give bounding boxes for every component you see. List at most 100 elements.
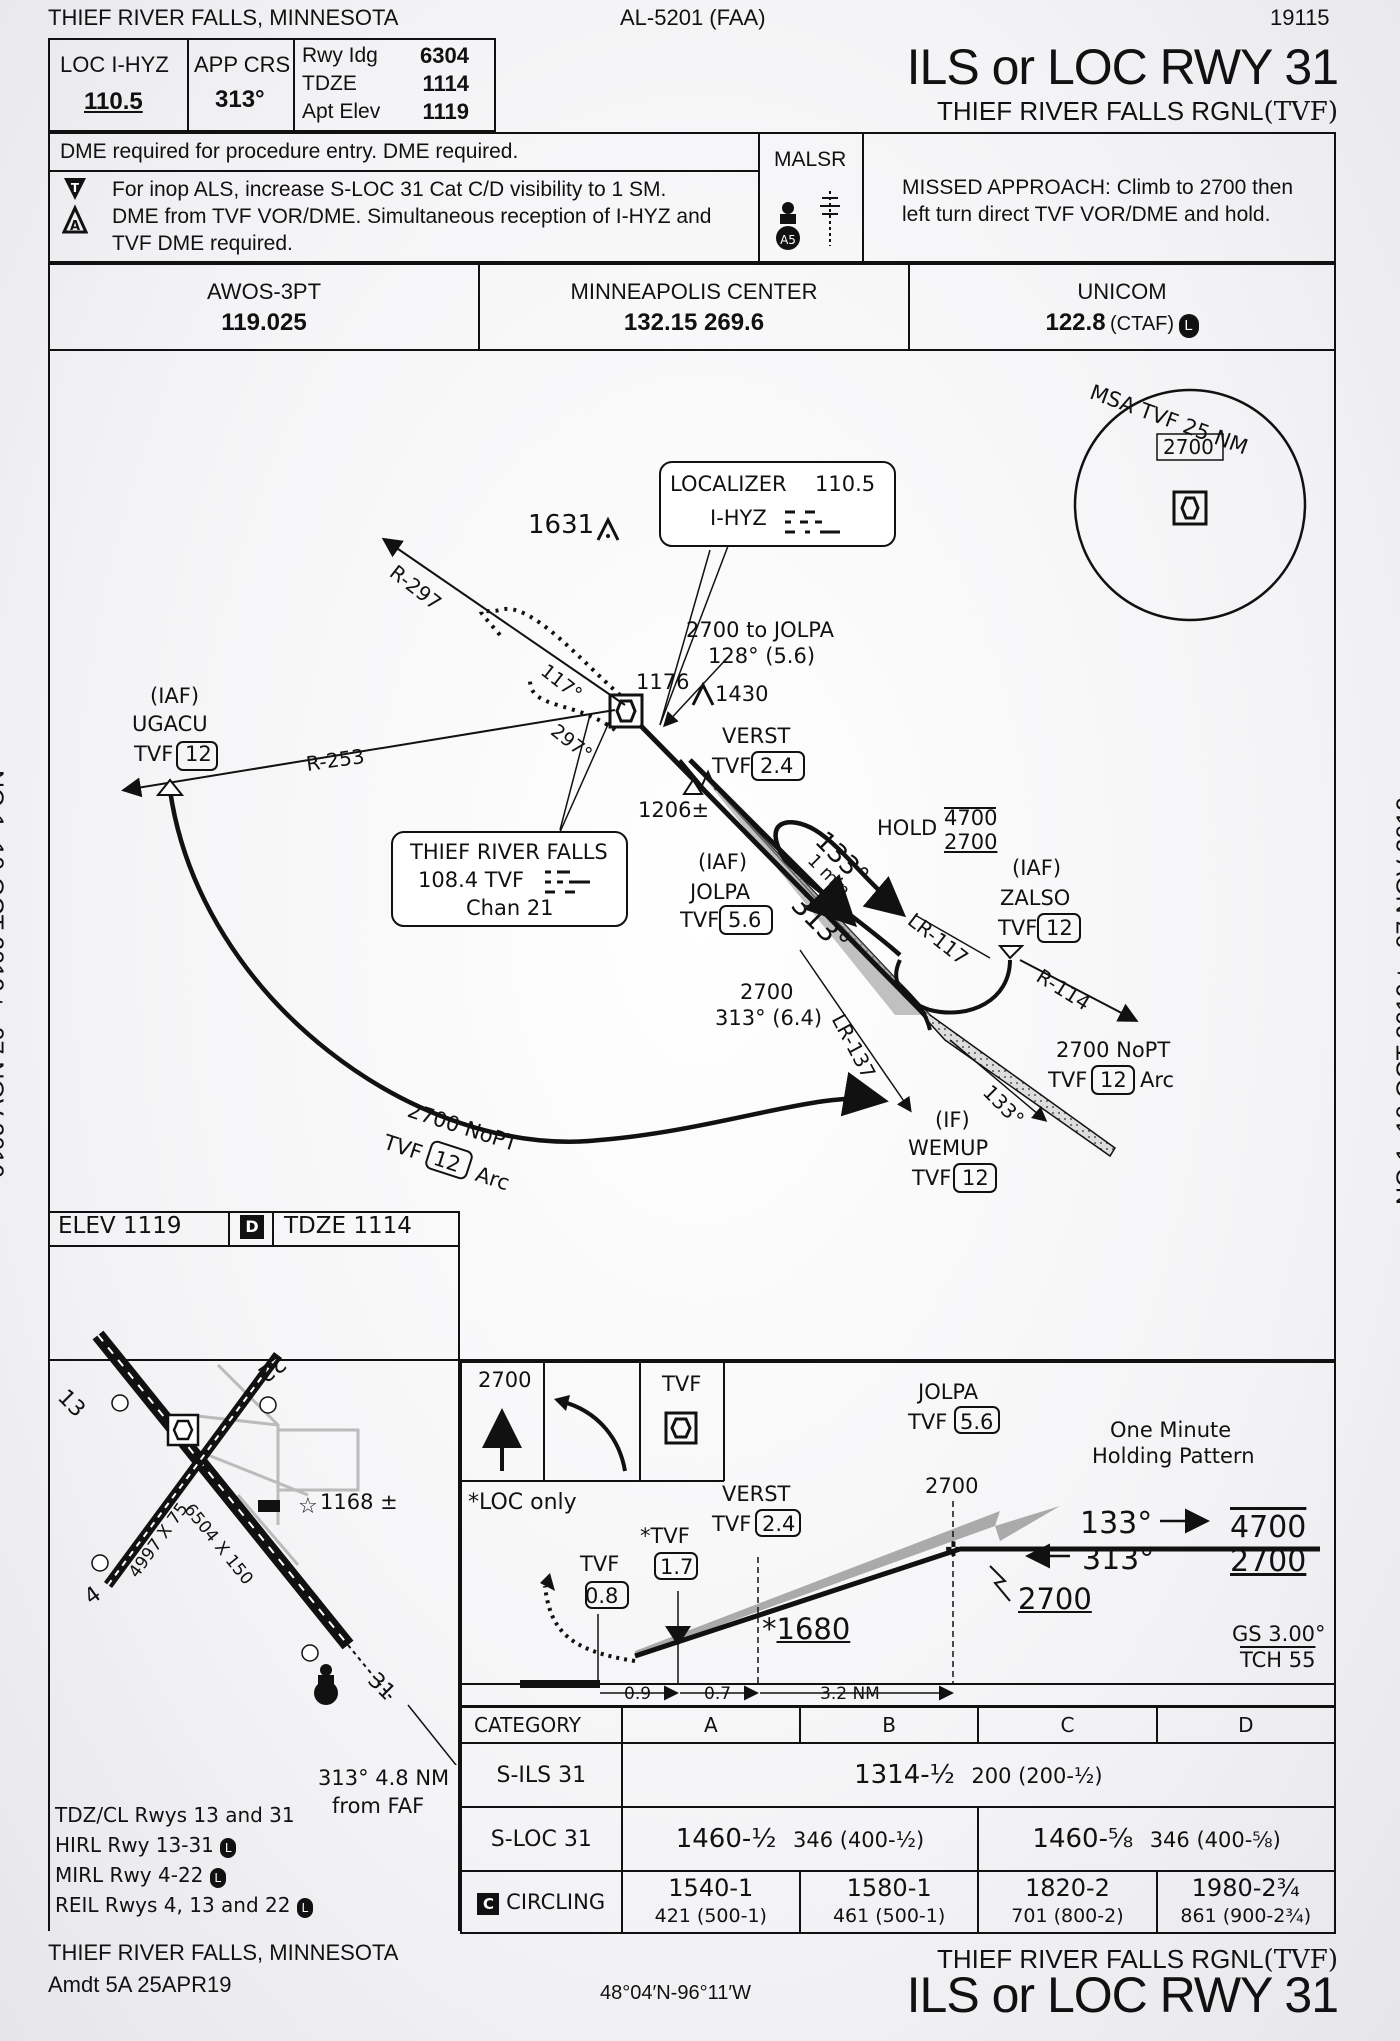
- radial-253: [121, 709, 616, 798]
- min-loc-cd-haa: 346 (400-⅝): [1149, 1828, 1281, 1852]
- header-airport-name: THIEF RIVER FALLS RGNL: [937, 96, 1264, 126]
- awos-freq: 119.025: [221, 309, 307, 336]
- loc-morse: [785, 510, 840, 534]
- zalso-arc-label: Arc: [1140, 1068, 1175, 1092]
- unicom-value: 122.8 (CTAF) L: [910, 309, 1334, 338]
- jolpa-iaf: (IAF): [698, 850, 748, 874]
- footer-airport-id: (TVF): [1263, 1945, 1338, 1975]
- comms-divider2: [908, 265, 910, 349]
- min-circ-c-val: 1820-2: [1024, 1874, 1110, 1902]
- radial-114: [1019, 959, 1139, 1022]
- final-course: [638, 723, 927, 1017]
- jolpa-dme-val: 5.6: [728, 908, 762, 932]
- vor-box-chan: Chan 21: [466, 896, 554, 920]
- tdze-row: TDZE 1114: [284, 1213, 412, 1239]
- zalso-dme-val: 12: [1046, 916, 1073, 940]
- obstacle-1430: 1430: [715, 682, 769, 706]
- circ-c-badge: C: [477, 1892, 500, 1915]
- profile-alt-2700b: 2700: [1018, 1582, 1092, 1616]
- malsr-icon: A5: [776, 191, 840, 250]
- tvf-08-label: TVF: [580, 1552, 620, 1576]
- ugacu-fix: [155, 778, 185, 796]
- profile-missed-fix: TVF: [662, 1372, 702, 1396]
- loc-freq: 110.5: [84, 88, 143, 115]
- t-a-icon: T A: [62, 178, 88, 234]
- mirl-badge: L: [209, 1868, 226, 1888]
- profile-jolpa-val: 5.6: [960, 1410, 994, 1434]
- lighting-notes: TDZ/CL Rwys 13 and 31 HIRL Rwy 13-31 L M…: [55, 1800, 313, 1920]
- one-minute: One Minute: [1110, 1418, 1232, 1442]
- lighting-label: MALSR: [774, 148, 847, 171]
- profile-hold-4700: 4700: [1230, 1510, 1307, 1545]
- app-crs-label: APP CRS: [194, 52, 291, 77]
- tvf-vor-icon: [608, 693, 644, 729]
- svg-text:✜: ✜: [945, 1537, 962, 1561]
- planview-frame: [48, 349, 1336, 1361]
- tvf-17-val: 1.7: [660, 1555, 694, 1579]
- obstacle-1206-icon: [699, 769, 717, 791]
- runway-4-22: [103, 1352, 283, 1588]
- light-reil-row: REIL Rwys 4, 13 and 22 L: [55, 1890, 313, 1920]
- dist-07: 0.7: [704, 1684, 732, 1704]
- verst-name: VERST: [722, 724, 791, 748]
- elev-bar: ELEV 1119 D TDZE 1114: [48, 1211, 460, 1247]
- footer-title: ILS or LOC RWY 31: [906, 1967, 1339, 2023]
- ugacu-dme-val: 12: [185, 742, 212, 766]
- obstacle-1631: 1631: [528, 510, 595, 540]
- footer-amdt: Amdt 5A 25APR19: [48, 1972, 232, 1997]
- notes-col-divider2: [862, 134, 864, 261]
- to-jolpa: 2700 to JOLPA: [686, 618, 834, 642]
- hold-label: HOLD: [877, 816, 938, 840]
- hirl-badge: L: [220, 1838, 237, 1858]
- missed-line2: left turn direct TVF VOR/DME and hold.: [902, 203, 1271, 226]
- svg-text:T: T: [71, 181, 80, 195]
- loc-box-id: I-HYZ: [710, 506, 767, 530]
- zalso-arc-dme: TVF: [1048, 1068, 1088, 1092]
- note-tvf-dme: TVF DME required.: [112, 232, 293, 255]
- profile-verst-dme: TVF: [712, 1512, 752, 1536]
- unicom-ctaf: (CTAF): [1110, 313, 1175, 335]
- min-circ-c-haa: 701 (800-2): [1011, 1905, 1124, 1927]
- faf-note: 313° 4.8 NM: [318, 1766, 450, 1790]
- footer-airport-name: THIEF RIVER FALLS RGNL: [937, 1944, 1264, 1974]
- light-hirl-row: HIRL Rwy 13-31 L: [55, 1830, 313, 1860]
- page-title: ILS or LOC RWY 31: [906, 39, 1339, 95]
- apt-elev-value: 1119: [422, 99, 469, 124]
- center-freq: 132.15 269.6: [623, 309, 765, 336]
- to-jolpa-2: 128° (5.6): [708, 644, 816, 668]
- apt-elev-label: Apt Elev: [302, 100, 381, 123]
- min-loc-label: S-LOC 31: [460, 1806, 623, 1872]
- zalso-arc: [894, 959, 1012, 1015]
- ugacu-dme: TVF: [134, 742, 174, 766]
- loc-box-title: LOCALIZER: [670, 472, 787, 496]
- msa-vor-icon: [1172, 490, 1208, 526]
- jolpa-segment-crs: 313° (6.4): [715, 1006, 823, 1030]
- notes-box: DME required for procedure entry. DME re…: [48, 132, 1336, 263]
- footer-city: THIEF RIVER FALLS, MINNESOTA: [48, 1940, 399, 1965]
- min-ils-label: S-ILS 31: [460, 1742, 623, 1808]
- vor-box-freq: 108.4 TVF: [418, 868, 525, 892]
- jolpa-name: JOLPA: [690, 880, 751, 904]
- ad-tdze-label: TDZE: [284, 1213, 347, 1239]
- lighting-badge: L: [1178, 313, 1199, 338]
- app-crs-value: 313°: [215, 86, 265, 113]
- min-circ-a-haa: 421 (500-1): [654, 1905, 767, 1927]
- note-dme-from: DME from TVF VOR/DME. Simultaneous recep…: [112, 205, 712, 228]
- min-cat-b: B: [798, 1706, 980, 1744]
- profile-hold-2700: 2700: [1230, 1544, 1307, 1579]
- notes-divider: [50, 170, 758, 172]
- min-ils-row: 1314-½ 200 (200-½): [620, 1742, 1337, 1808]
- min-ils-haa: 200 (200-½): [971, 1764, 1103, 1788]
- app-crs-cell: APP CRS 313°: [187, 40, 295, 130]
- missed-line1: MISSED APPROACH: Climb to 2700 then: [902, 176, 1293, 199]
- comms-divider1: [478, 265, 480, 349]
- vor-box-name: THIEF RIVER FALLS: [410, 840, 608, 864]
- zalso-arc-val: 12: [1100, 1068, 1127, 1092]
- missed-approach: MISSED APPROACH: Climb to 2700 then left…: [902, 174, 1293, 228]
- center-label: MINNEAPOLIS CENTER: [570, 279, 818, 304]
- profile-crs-133: 133°: [1080, 1506, 1153, 1541]
- min-cat-a: A: [620, 1706, 801, 1744]
- loc-label: LOC I-HYZ: [60, 52, 169, 77]
